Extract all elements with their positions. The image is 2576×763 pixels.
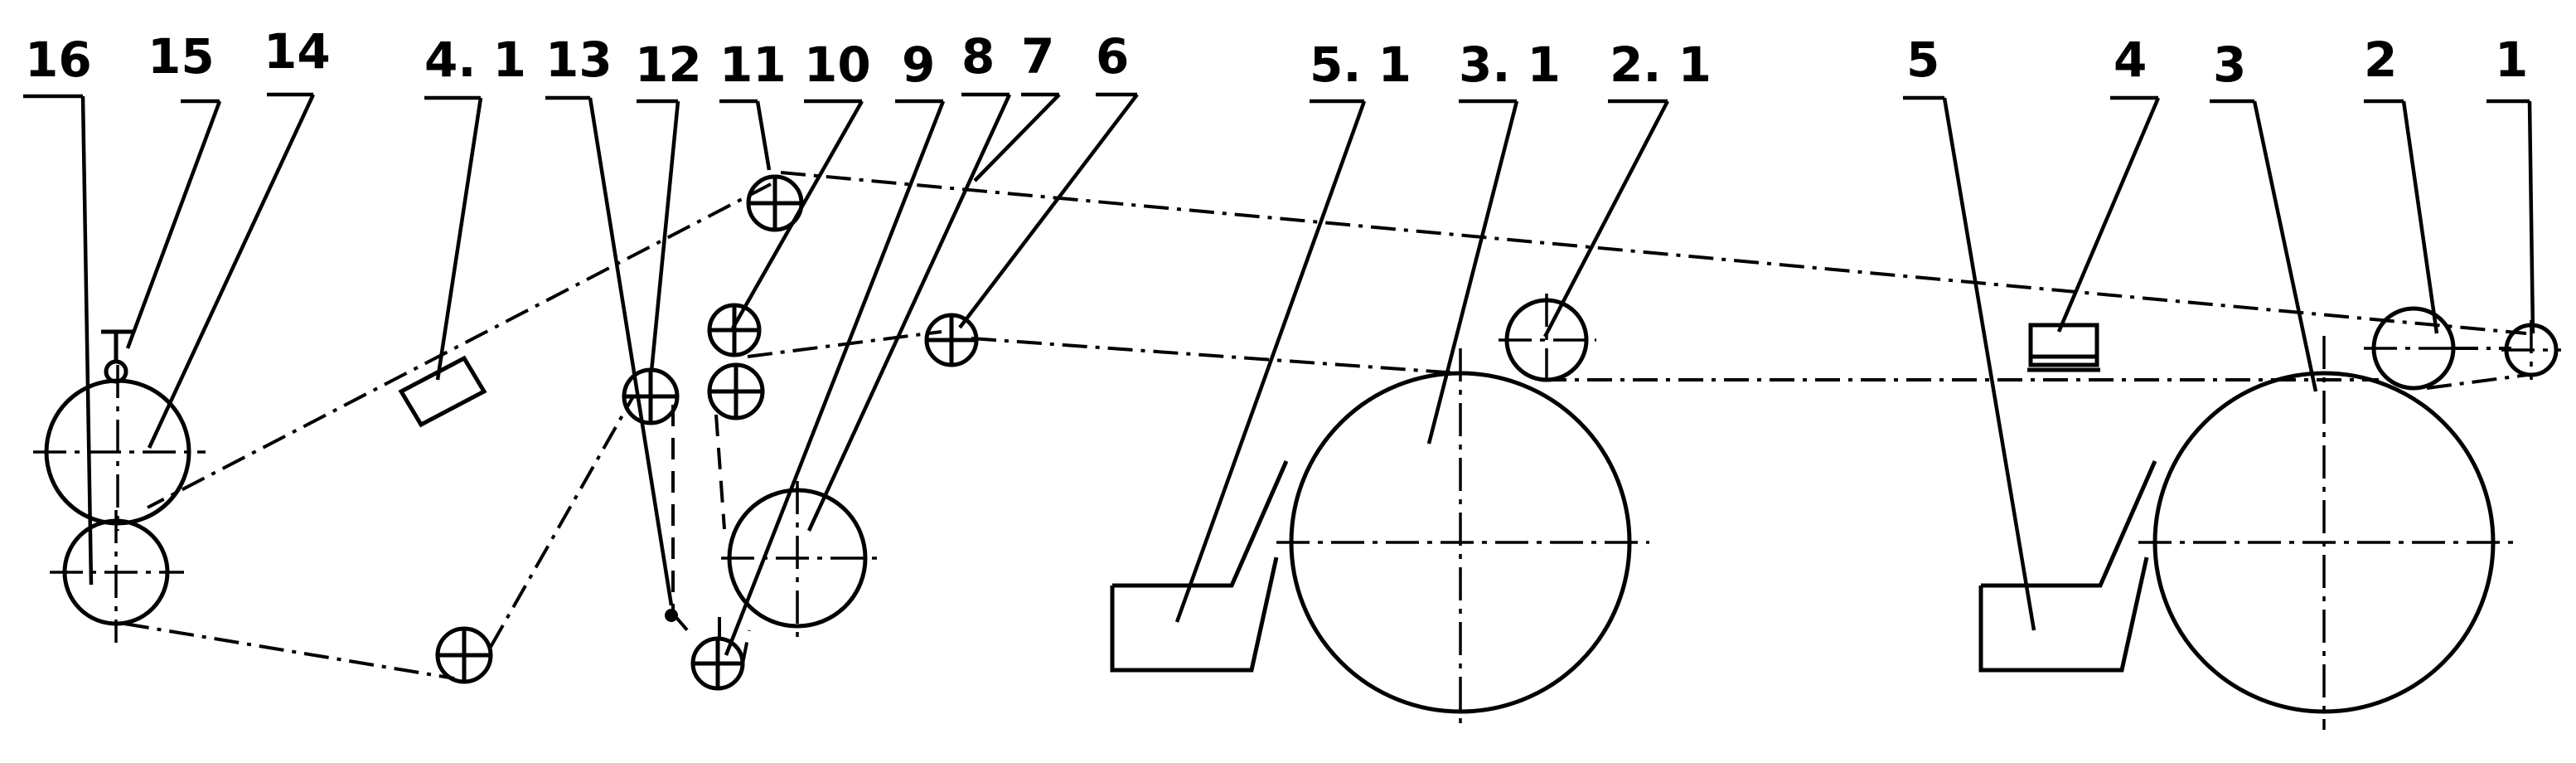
label-13: 13 [545,32,613,88]
sensor-4-1 [398,355,487,428]
tension-weight-15 [101,329,133,384]
guide-roller-12 [622,367,680,425]
sensor-4 [2027,323,2100,372]
web-paths [123,171,2529,680]
part-labels: 16 15 14 4. 1 13 12 11 10 9 8 7 6 5. 1 3… [25,23,2528,93]
label-1: 1 [2495,32,2528,88]
label-7: 7 [1021,28,1054,85]
drum-3-1 [1276,348,1649,730]
coating-head-5-1 [1110,459,1289,673]
leader-lines [23,92,2535,656]
label-12: 12 [635,36,702,93]
label-6: 6 [1096,28,1129,85]
roller-2-1 [1499,294,1596,390]
label-15: 15 [148,28,215,85]
guide-roller-6 [924,313,979,367]
rewind-roll-14 [33,365,206,531]
guide-roller-10b [707,362,765,420]
label-9: 9 [902,36,935,93]
label-14: 14 [264,23,331,80]
label-5-1: 5. 1 [1310,36,1411,93]
label-4: 4 [2114,32,2147,88]
guide-roller-10 [707,303,762,357]
guide-roller-11 [746,174,804,232]
coating-head-5 [1978,459,2157,673]
label-4-1: 4. 1 [424,32,526,88]
label-2-1: 2. 1 [1610,36,1712,93]
guide-roller-9 [690,636,745,691]
guide-roller-lower [435,626,493,684]
label-11: 11 [719,36,787,93]
label-16: 16 [25,32,92,88]
roll-8 [721,481,880,639]
label-3-1: 3. 1 [1459,36,1561,93]
label-3: 3 [2213,36,2246,93]
label-10: 10 [804,36,871,93]
label-5: 5 [1906,32,1939,88]
tension-point-13 [665,609,678,622]
label-2: 2 [2364,32,2397,88]
drum-3 [2138,336,2520,730]
label-8: 8 [961,28,995,85]
roller-1 [2501,320,2561,380]
press-roll-16 [50,510,184,643]
roller-2 [2364,306,2462,391]
